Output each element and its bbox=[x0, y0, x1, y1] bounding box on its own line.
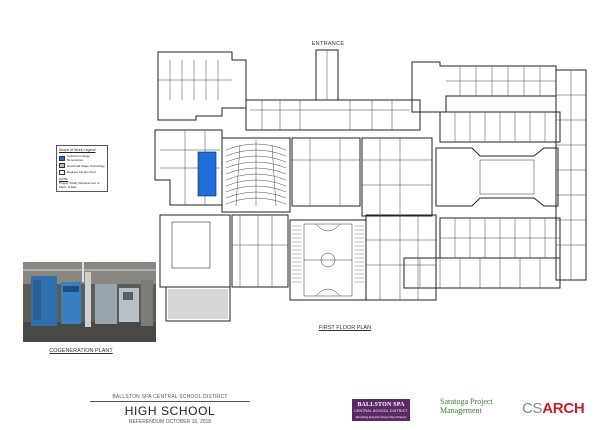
ballston-logo-line2: CENTRAL SCHOOL DISTRICT bbox=[354, 409, 408, 413]
legend-label: Replace Kitchen Pool bbox=[67, 170, 96, 175]
legend-item: Auditorium Stage Renovations bbox=[59, 154, 105, 162]
northeast-wing bbox=[411, 61, 557, 113]
legend-title: Scope of Work Legend bbox=[59, 148, 96, 152]
northwest-wing bbox=[157, 51, 247, 121]
legend-swatch bbox=[59, 155, 65, 161]
east-courtyard bbox=[435, 147, 559, 207]
auditorium bbox=[221, 137, 291, 213]
csarch-logo-cs: CS bbox=[522, 400, 543, 417]
legend-swatch bbox=[59, 169, 65, 175]
legend-note: NOTE: Project Totally Replacement of Mec… bbox=[59, 176, 105, 190]
entrance-label: ENTRANCE bbox=[311, 41, 345, 47]
legend-item: Overhead Stage Technology bbox=[59, 163, 105, 169]
first-floor-plan-label: FIRST FLOOR PLAN bbox=[318, 325, 372, 331]
east-core-block bbox=[361, 137, 433, 217]
ballston-spa-logo: BALLSTON SPA CENTRAL SCHOOL DISTRICT Edu… bbox=[352, 399, 410, 421]
ballston-logo-line1: BALLSTON SPA bbox=[357, 402, 405, 408]
gym-bleachers bbox=[292, 225, 364, 283]
legend-note-title: NOTE: bbox=[59, 176, 69, 181]
central-block bbox=[291, 137, 361, 207]
pool bbox=[171, 221, 211, 269]
ballston-logo-line3: Educating Everyone Every Day Achieves bbox=[355, 414, 407, 419]
annex-shading bbox=[168, 289, 228, 319]
pool-lower-annex bbox=[165, 286, 231, 322]
legend-label: Overhead Stage Technology bbox=[67, 163, 105, 168]
cogeneration-plant-photo bbox=[23, 262, 156, 342]
district-name: BALLSTON SPA CENTRAL SCHOOL DISTRICT bbox=[112, 394, 228, 400]
basketball-court bbox=[303, 223, 353, 297]
east-assembly-hall bbox=[479, 159, 535, 195]
scope-legend: Scope of Work Legend Auditorium Stage Re… bbox=[56, 145, 108, 192]
legend-swatch bbox=[59, 163, 65, 169]
legend-note-text: Project Totally Replacement of Mech. & E… bbox=[59, 180, 100, 189]
east-wing-bottom bbox=[403, 257, 561, 289]
cogeneration-plant-label: COGENERATION PLANT bbox=[49, 348, 113, 354]
title-divider bbox=[90, 401, 250, 402]
csarch-logo: CSARCH bbox=[522, 400, 585, 417]
legend-item: Replace Kitchen Pool bbox=[59, 169, 105, 175]
saratoga-logo-line1: Saratoga Project bbox=[440, 397, 493, 406]
highlighted-stage-area bbox=[197, 151, 217, 197]
saratoga-logo-line2: Management bbox=[440, 405, 482, 415]
csarch-logo-arch: ARCH bbox=[542, 400, 585, 417]
saratoga-logo: Saratoga Project Management bbox=[440, 397, 510, 416]
west-block bbox=[154, 129, 223, 206]
auditorium-seating bbox=[225, 140, 287, 207]
referendum-date: REFERENDUM OCTOBER 16, 2018 bbox=[128, 419, 212, 425]
south-middle-rooms bbox=[231, 214, 289, 288]
school-title: HIGH SCHOOL bbox=[124, 404, 216, 418]
north-corridor bbox=[245, 99, 421, 131]
legend-label: Auditorium Stage Renovations bbox=[67, 154, 91, 162]
